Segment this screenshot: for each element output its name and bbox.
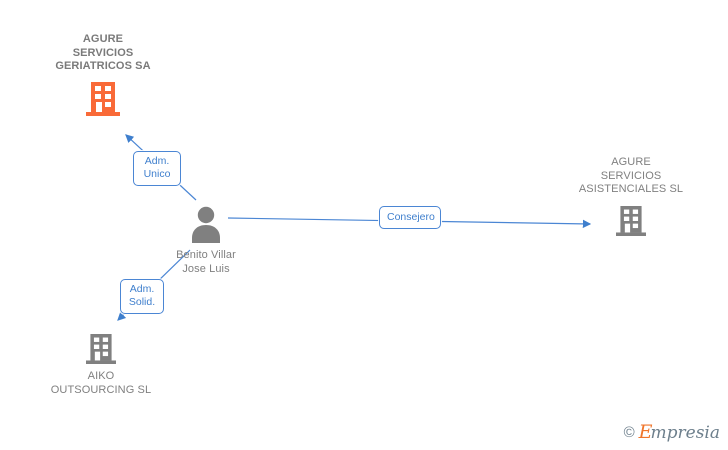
relation-label-adm-unico[interactable]: Adm. Unico: [133, 151, 181, 186]
empresia-watermark: © E mpresia: [624, 423, 720, 442]
brand-name: mpresia: [650, 423, 721, 443]
company-label-aiko-outsourcing: AIKO OUTSOURCING SL: [50, 370, 152, 396]
company-node-agure-servicios-asistenciales[interactable]: AGURE SERVICIOS ASISTENCIALES SL: [561, 156, 701, 237]
company-node-agure-servicios-geriatricos[interactable]: AGURE SERVICIOS GERIATRICOS SA: [33, 33, 173, 117]
company-node-aiko-outsourcing[interactable]: AIKO OUTSOURCING SL: [31, 333, 171, 397]
person-node-benito-villar-jose-luis[interactable]: Benito Villar Jose Luis: [136, 205, 276, 276]
person-label-benito-villar-jose-luis: Benito Villar Jose Luis: [176, 249, 236, 275]
company-label-agure-servicios-asistenciales: AGURE SERVICIOS ASISTENCIALES SL: [578, 156, 684, 195]
building-icon: [86, 334, 116, 364]
building-icon: [86, 81, 120, 116]
company-label-agure-servicios-geriatricos: AGURE SERVICIOS GERIATRICOS SA: [55, 33, 151, 72]
person-icon: [192, 206, 220, 243]
brand-initial: E: [638, 421, 653, 443]
copyright-icon: ©: [623, 424, 635, 441]
relation-label-adm-solid[interactable]: Adm. Solid.: [120, 279, 164, 314]
relation-label-consejero[interactable]: Consejero: [379, 206, 441, 229]
building-icon: [616, 205, 646, 236]
